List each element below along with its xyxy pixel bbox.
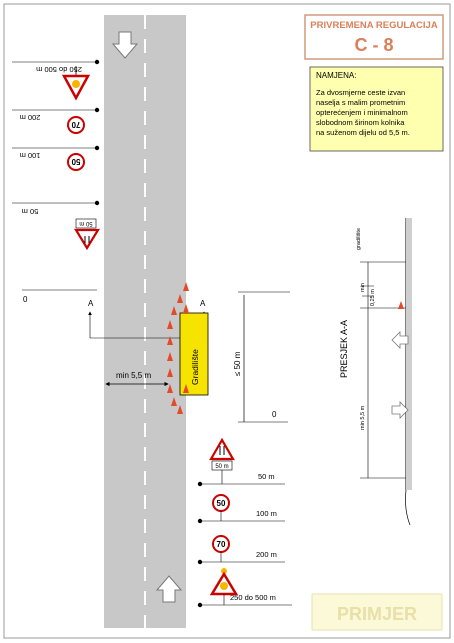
min-width-label: min 5,5 m	[116, 371, 151, 380]
direction-arrow-up-icon	[155, 575, 183, 603]
title-subtitle: PRIVREMENA REGULACIJA	[310, 20, 438, 31]
speed-limit-70-sign-icon: 70	[212, 535, 230, 562]
road	[104, 15, 186, 628]
left-label-250-500: 250 do 500 m	[36, 65, 82, 74]
cross-section-min: min	[360, 283, 366, 292]
roadworks-sign-icon	[209, 568, 239, 605]
sheet-frame	[3, 3, 451, 639]
speed-limit-50-sign-icon: 50	[212, 494, 230, 521]
cross-section-025: 0,25 m	[370, 289, 376, 306]
left-label-200: 200 m	[20, 113, 41, 122]
example-stamp-text: PRIMJER	[337, 604, 417, 624]
right-leaders	[200, 483, 292, 606]
speed-limit-50-text: 50	[217, 499, 226, 508]
worksite-label: Gradilište	[190, 349, 200, 385]
cross-section-gradiliste: gradilište	[356, 228, 362, 250]
speed-limit-70-text: 70	[217, 540, 226, 549]
speed-limit-50-sign-icon: 50	[67, 153, 85, 171]
purpose-box	[309, 66, 444, 152]
traffic-cones	[167, 282, 189, 414]
narrowing-sign-with-plate-icon: 50 m	[74, 218, 100, 251]
left-plate-50m-text: 50 m	[79, 220, 92, 226]
title-box	[304, 14, 444, 60]
purpose-line: slobodnom širinom kolnika	[316, 118, 405, 127]
left-label-50: 50 m	[22, 207, 39, 216]
narrowing-sign-with-plate-icon: 50 m	[209, 437, 235, 484]
right-label-zero: 0	[272, 410, 277, 419]
speed-limit-70-sign-icon: 70	[67, 116, 85, 134]
left-leaders	[12, 61, 97, 291]
section-mark-right: A	[200, 299, 206, 308]
worksite-area	[179, 312, 209, 396]
left-leader-dots	[94, 59, 100, 206]
cross-section	[360, 218, 412, 526]
cross-section-title: PRESJEK A-A	[339, 320, 349, 378]
speed-limit-70-text: 70	[71, 120, 80, 129]
left-label-100: 100 m	[20, 151, 41, 160]
right-label-100: 100 m	[256, 509, 277, 518]
purpose-line: opterećenjem i minimalnom	[316, 108, 408, 117]
right-label-50: 50 m	[258, 472, 275, 481]
title-code: C - 8	[354, 35, 393, 55]
right-plate-50m-text: 50 m	[215, 464, 228, 470]
right-label-250-500: 250 do 500 m	[230, 593, 276, 602]
roadworks-sign-icon	[61, 66, 91, 101]
direction-arrow-down-icon	[111, 31, 139, 59]
purpose-heading: NAMJENA:	[316, 71, 356, 80]
length-label: ≤ 50 m	[233, 351, 242, 376]
purpose-line: na suženom dijelu od 5,5 m.	[316, 128, 410, 137]
cross-section-min55: min 5,5 m	[360, 405, 366, 430]
speed-limit-50-text: 50	[71, 157, 80, 166]
section-mark-left: A	[88, 299, 94, 308]
right-leader-dots	[197, 481, 203, 608]
example-stamp-box	[311, 593, 443, 631]
left-label-zero: 0	[23, 295, 28, 304]
right-label-200: 200 m	[256, 550, 277, 559]
purpose-line: naselja s malim prometnim	[316, 98, 405, 107]
purpose-line: Za dvosmjerne ceste izvan	[316, 88, 405, 97]
